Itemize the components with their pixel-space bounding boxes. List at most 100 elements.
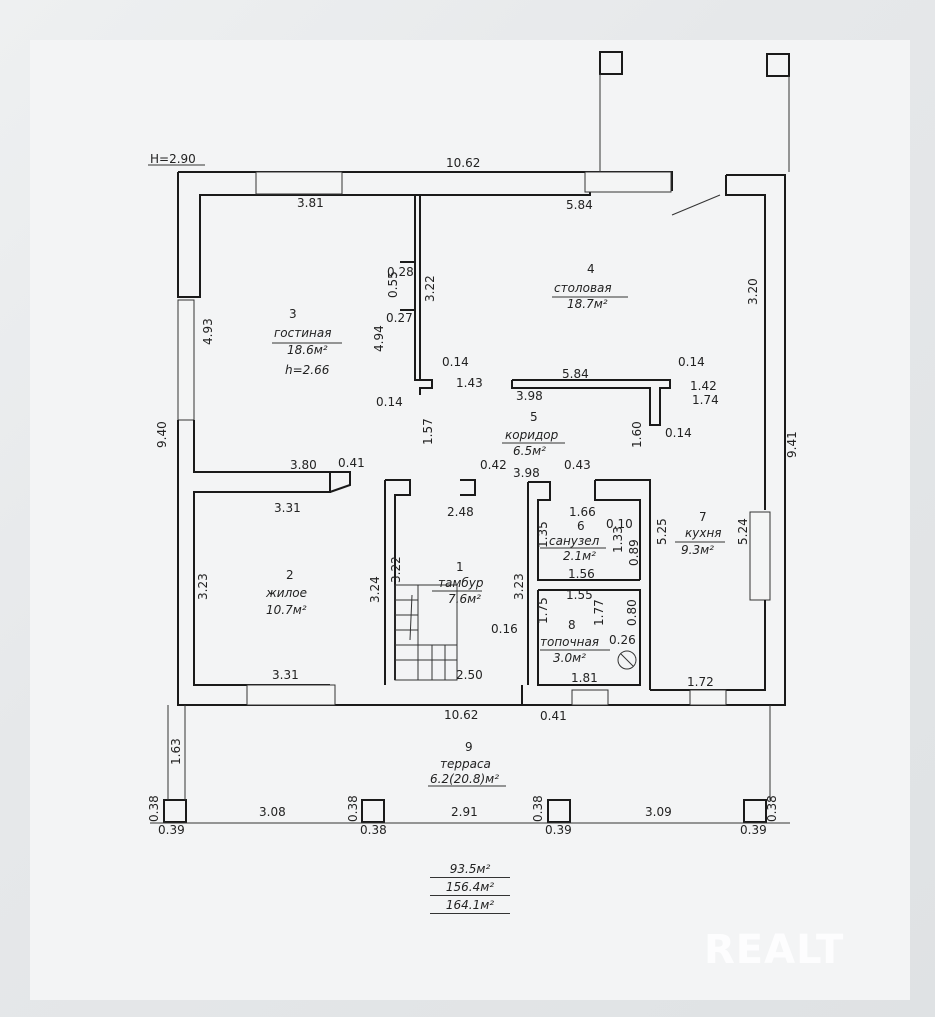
total-area: 156.4м² [430, 880, 510, 896]
dim-post-039a: 0.39 [158, 823, 185, 837]
room-1-name: тамбур [438, 576, 484, 590]
dim-177: 1.77 [592, 599, 606, 626]
room-4-number: 4 [587, 262, 595, 276]
room-9-area: 6.2(20.8)м² [430, 772, 499, 786]
dim-524: 5.24 [736, 518, 750, 545]
dim-157: 1.57 [421, 418, 435, 445]
dim-331-bot: 3.31 [272, 668, 299, 682]
dim-041a: 0.41 [338, 456, 365, 470]
dim-135: 1.35 [536, 521, 550, 548]
room-9-name: терраса [440, 757, 491, 771]
dim-156: 1.56 [568, 567, 595, 581]
realt-logo-watermark: REALT [704, 927, 845, 973]
dim-010: 0.10 [606, 517, 633, 531]
room-6: 6 санузел 2.1м² [549, 519, 600, 563]
dim-055: 0.55 [386, 271, 400, 298]
room-4: 4 столовая 18.7м² [554, 262, 612, 311]
room-3-number: 3 [289, 307, 297, 321]
dim-1062-bot: 10.62 [444, 708, 478, 722]
dim-post-039e: 0.39 [740, 823, 767, 837]
room-4-area: 18.7м² [567, 297, 608, 311]
dim-014d: 0.14 [665, 426, 692, 440]
room-1-area: 7.6м² [448, 592, 481, 606]
terrace [148, 51, 790, 824]
room-3-name: гостиная [274, 326, 331, 340]
dim-041b: 0.41 [540, 709, 567, 723]
dim-322-top: 3.22 [423, 275, 437, 302]
room-8-name: топочная [540, 635, 599, 649]
dim-172: 1.72 [687, 675, 714, 689]
dim-133: 1.33 [611, 526, 625, 553]
dim-right-outer: 9.41 [785, 431, 799, 458]
room-3: 3 гостиная 18.6м² h=2.66 [274, 307, 331, 377]
room-7-area: 9.3м² [681, 543, 714, 557]
paper-sheet [30, 40, 910, 1000]
dim-014c: 0.14 [678, 355, 705, 369]
dim-080: 0.80 [625, 599, 639, 626]
dim-026: 0.26 [609, 633, 636, 647]
dim-398-mid: 3.98 [516, 389, 543, 403]
dim-142: 1.42 [690, 379, 717, 393]
dim-155: 1.55 [566, 588, 593, 602]
room-5-number: 5 [530, 410, 538, 424]
dim-dining-right: 3.20 [746, 278, 760, 305]
dim-014b: 0.14 [376, 395, 403, 409]
dim-post-038e: 0.38 [765, 795, 779, 822]
dim-post-039c: 0.39 [545, 823, 572, 837]
boiler-symbol [617, 650, 637, 670]
room-3-area: 18.6м² [287, 343, 328, 357]
room-5: 5 коридор 6.5м² [505, 410, 559, 458]
dim-174: 1.74 [692, 393, 719, 407]
room-7: 7 кухня 9.3м² [681, 510, 722, 557]
dim-160: 1.60 [630, 421, 644, 448]
dim-028: 0.28 [387, 265, 414, 279]
room-9: 9 терраса 6.2(20.8)м² [430, 740, 499, 786]
room-7-name: кухня [685, 526, 722, 540]
dim-left-outer: 9.40 [155, 421, 169, 448]
dim-331-top: 3.31 [274, 501, 301, 515]
room-7-number: 7 [699, 510, 707, 524]
room-6-number: 6 [577, 519, 585, 533]
dim-living-left: 4.93 [201, 318, 215, 345]
room-2: 2 жилое 10.7м² [265, 568, 307, 617]
room-5-area: 6.5м² [513, 444, 546, 458]
dim-163: 1.63 [169, 738, 183, 765]
dim-dining-top: 5.84 [566, 198, 593, 212]
dim-089: 0.89 [627, 539, 641, 566]
total-area-with-terrace: 164.1м² [430, 898, 510, 914]
dim-total-top: 10.62 [446, 156, 480, 170]
dim-016: 0.16 [491, 622, 518, 636]
room-1: 1 тамбур 7.6м² [438, 560, 484, 606]
room-5-name: коридор [505, 428, 559, 442]
stairs [394, 584, 458, 681]
windows [246, 171, 727, 706]
label-underlines [272, 296, 725, 787]
room-2-number: 2 [286, 568, 294, 582]
dim-380: 3.80 [290, 458, 317, 472]
room-9-number: 9 [465, 740, 473, 754]
dim-post-038a: 0.38 [147, 795, 161, 822]
dim-250: 2.50 [456, 668, 483, 682]
header-height: H=2.90 [150, 152, 196, 166]
dim-323-vest: 3.23 [512, 573, 526, 600]
room-2-name: жилое [265, 586, 307, 600]
dim-post-038d: 0.38 [531, 795, 545, 822]
dim-494: 4.94 [372, 325, 386, 352]
room-8-area: 3.0м² [553, 651, 586, 665]
dim-166: 1.66 [569, 505, 596, 519]
room-2-area: 10.7м² [266, 603, 307, 617]
dim-143: 1.43 [456, 376, 483, 390]
dim-398-b: 3.98 [513, 466, 540, 480]
room-6-area: 2.1м² [563, 549, 596, 563]
interior-walls [329, 195, 671, 705]
room-6-name: санузел [549, 534, 600, 548]
dim-043: 0.43 [564, 458, 591, 472]
dim-291: 2.91 [451, 805, 478, 819]
dim-308: 3.08 [259, 805, 286, 819]
dim-181: 1.81 [571, 671, 598, 685]
dim-322-vest: 3.22 [389, 556, 403, 583]
room-8-number: 8 [568, 618, 576, 632]
dim-014a: 0.14 [442, 355, 469, 369]
dim-324: 3.24 [368, 576, 382, 603]
room-1-number: 1 [456, 560, 464, 574]
